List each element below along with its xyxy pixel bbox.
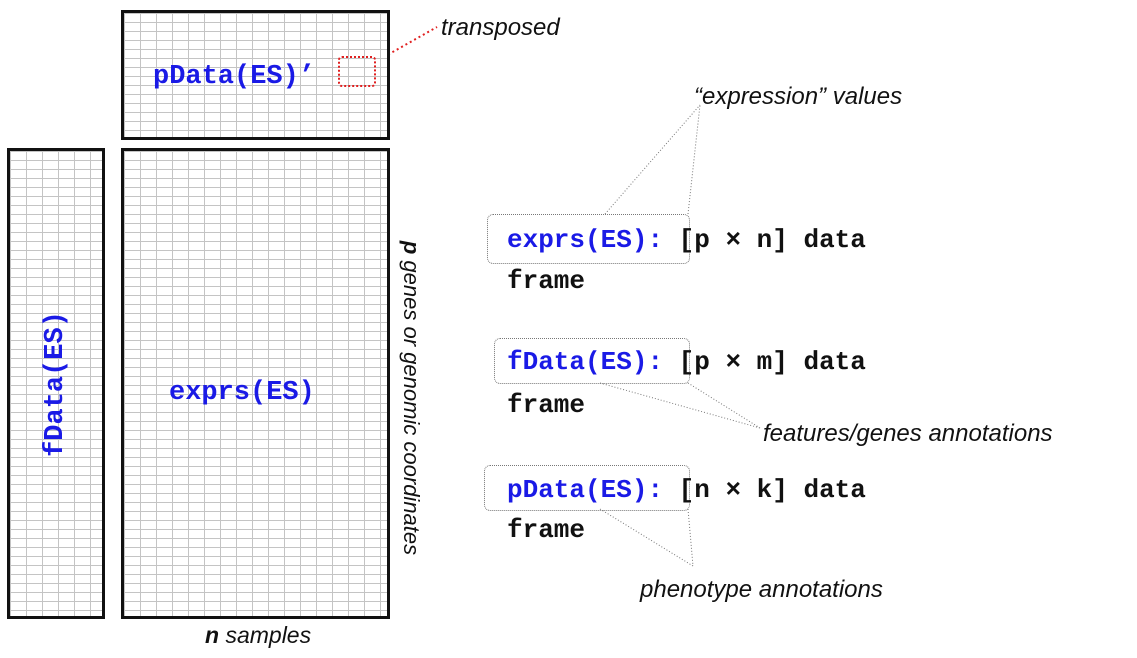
fdata-grid-label-text: fData(ES) xyxy=(41,311,71,457)
exprs-grid-label-text: exprs(ES) xyxy=(169,378,315,408)
phenotype-connector-left xyxy=(599,508,694,567)
exprs-grid xyxy=(121,148,390,619)
genes-axis-label: p genes or genomic coordinates xyxy=(398,241,424,555)
pdata-accessor-highlight xyxy=(484,465,690,511)
samples-axis-n: n xyxy=(205,622,220,648)
pdata-definition-cont: frame xyxy=(507,515,586,545)
expression-connector-right xyxy=(687,104,701,215)
samples-axis-label: n samples xyxy=(205,622,311,649)
exprs-colon: : xyxy=(647,225,664,255)
features-connector-right xyxy=(687,382,761,429)
genes-axis-p: p xyxy=(399,240,424,255)
exprs-grid-label: exprs(ES) xyxy=(169,378,315,408)
fdata-colon: : xyxy=(647,347,664,377)
transposed-note: transposed xyxy=(441,14,560,41)
pdata-colon: : xyxy=(647,475,664,505)
fdata-grid-label: fData(ES) xyxy=(41,311,71,457)
phenotype-connector-right xyxy=(687,508,694,567)
fdata-definition-cont: frame xyxy=(507,390,586,420)
pdata-definition: pData(ES): [n × k] data xyxy=(507,477,866,503)
pdata-accessor: pData(ES) xyxy=(507,475,648,505)
fdata-accessor-highlight xyxy=(494,338,690,384)
phenotype-annotations-note: phenotype annotations xyxy=(640,576,883,603)
expression-connector-left xyxy=(604,104,701,215)
fdata-grid xyxy=(7,148,105,619)
exprs-dims: [p × n] data xyxy=(663,225,866,255)
pdata-grid-label-text: pData(ES) xyxy=(153,62,299,92)
genes-axis-text: genes or genomic coordinates xyxy=(399,254,424,556)
transposed-highlight xyxy=(338,56,376,87)
samples-axis-text: samples xyxy=(219,622,312,648)
exprs-accessor: exprs(ES) xyxy=(507,225,648,255)
fdata-dims: [p × m] data xyxy=(663,347,866,377)
features-connector-left xyxy=(599,382,761,429)
features-annotations-note: features/genes annotations xyxy=(763,420,1053,447)
pdata-grid xyxy=(121,10,390,140)
exprs-definition: exprs(ES): [p × n] data xyxy=(507,227,866,253)
pdata-grid-label: pData(ES)’ xyxy=(153,62,315,92)
expression-values-note: “expression” values xyxy=(694,83,903,110)
pdata-dims: [n × k] data xyxy=(663,475,866,505)
fdata-definition: fData(ES): [p × m] data xyxy=(507,349,866,375)
fdata-accessor: fData(ES) xyxy=(507,347,648,377)
exprs-definition-cont: frame xyxy=(507,266,586,296)
exprs-accessor-highlight xyxy=(487,214,690,264)
transposed-prime: ’ xyxy=(298,62,316,92)
